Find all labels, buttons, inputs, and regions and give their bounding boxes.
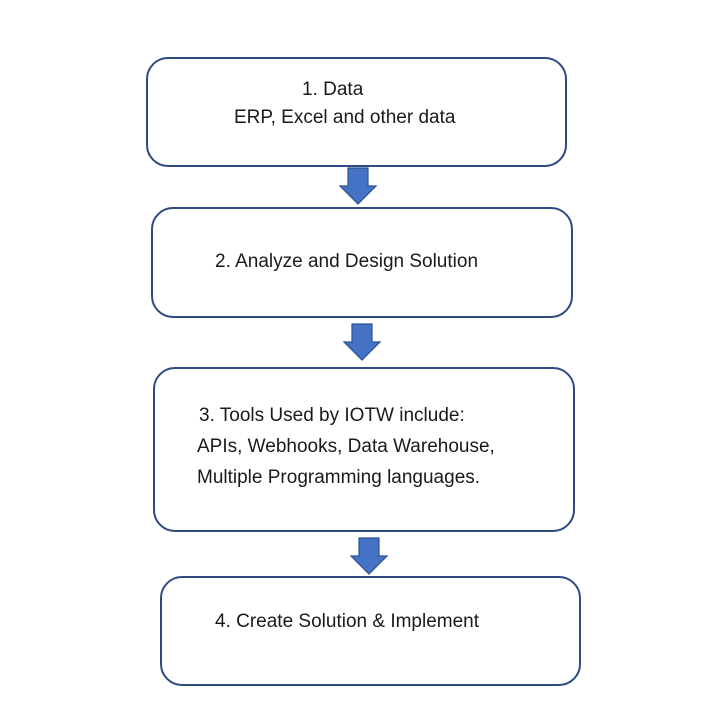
step-3-description-line-2: Multiple Programming languages. [197, 467, 481, 488]
step-4-box: 4. Create Solution & Implement [160, 576, 581, 686]
step-1-description: ERP, Excel and other data [234, 107, 456, 128]
step-3-title: 3. Tools Used by IOTW include: [199, 405, 465, 426]
step-1-title: 1. Data [302, 79, 364, 100]
down-arrow-icon [339, 167, 377, 205]
down-arrow-icon [350, 537, 388, 575]
step-3-description-line-1: APIs, Webhooks, Data Warehouse, [197, 436, 495, 457]
step-2-title: 2. Analyze and Design Solution [215, 251, 479, 272]
step-1-box: 1. Data ERP, Excel and other data [146, 57, 567, 167]
down-arrow-icon [343, 323, 381, 361]
step-2-box: 2. Analyze and Design Solution [151, 207, 573, 318]
step-3-box: 3. Tools Used by IOTW include: APIs, Web… [153, 367, 575, 532]
step-4-title: 4. Create Solution & Implement [215, 611, 480, 632]
